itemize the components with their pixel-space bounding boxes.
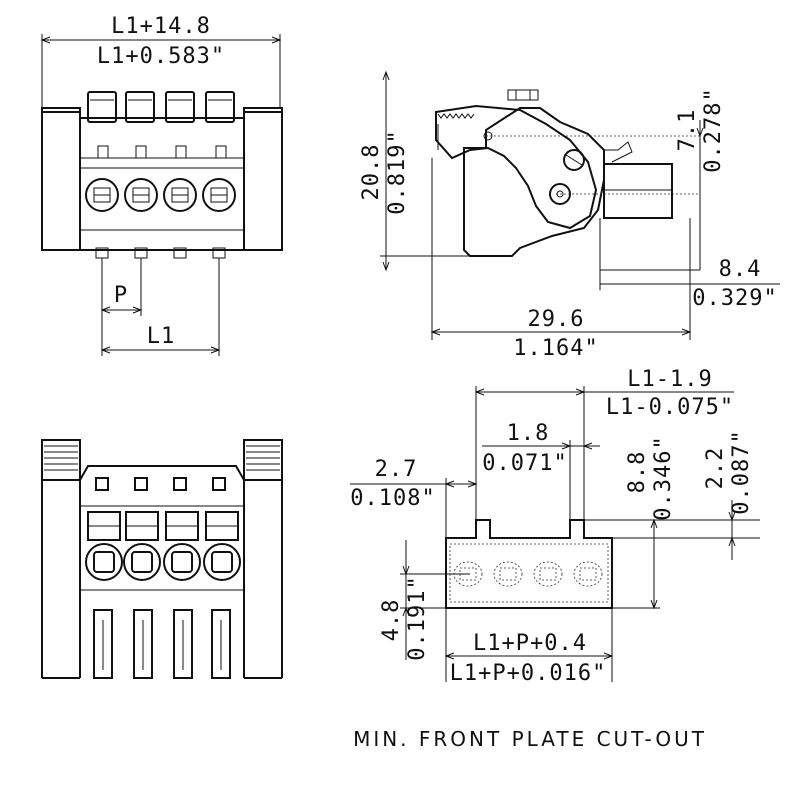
dim-0-087: 0.087" — [729, 429, 754, 514]
dim-2-7: 2.7 — [375, 457, 418, 482]
dim-l1-minus-0-075: L1-0.075" — [606, 395, 734, 420]
dim-0-819: 0.819" — [385, 129, 410, 214]
dim-1-164: 1.164" — [513, 336, 598, 361]
dim-l1-p-0-016: L1+P+0.016" — [450, 661, 607, 686]
dim-8-8: 8.8 — [625, 451, 650, 494]
cutout-caption: MIN. FRONT PLATE CUT-OUT — [353, 727, 707, 751]
dim-l1-plus-14-8: L1+14.8 — [111, 14, 211, 39]
front-view — [40, 34, 283, 356]
dim-l1-p-0-4: L1+P+0.4 — [473, 631, 587, 656]
dim-20-8: 20.8 — [359, 144, 384, 201]
dim-pitch: P — [114, 283, 128, 308]
side-view — [380, 70, 780, 340]
dim-l1-plus-0-583: L1+0.583" — [97, 44, 225, 69]
dim-0-329: 0.329" — [692, 286, 777, 311]
dim-0-108: 0.108" — [350, 486, 435, 511]
dim-0-278: 0.278" — [701, 87, 726, 172]
dim-0-346: 0.346" — [651, 435, 676, 520]
dim-2-2: 2.2 — [703, 447, 728, 490]
dim-0-191: 0.191" — [405, 575, 430, 660]
dim-29-6: 29.6 — [528, 307, 585, 332]
cutout-view — [350, 386, 760, 682]
dim-l1-minus-1-9: L1-1.9 — [627, 367, 712, 392]
dim-4-8: 4.8 — [379, 599, 404, 642]
dim-l1: L1 — [147, 324, 176, 349]
dim-0-071: 0.071" — [482, 451, 567, 476]
dim-7-1: 7.1 — [675, 109, 700, 152]
bottom-view — [41, 439, 283, 679]
dim-1-8: 1.8 — [507, 421, 550, 446]
dim-8-4: 8.4 — [719, 257, 762, 282]
